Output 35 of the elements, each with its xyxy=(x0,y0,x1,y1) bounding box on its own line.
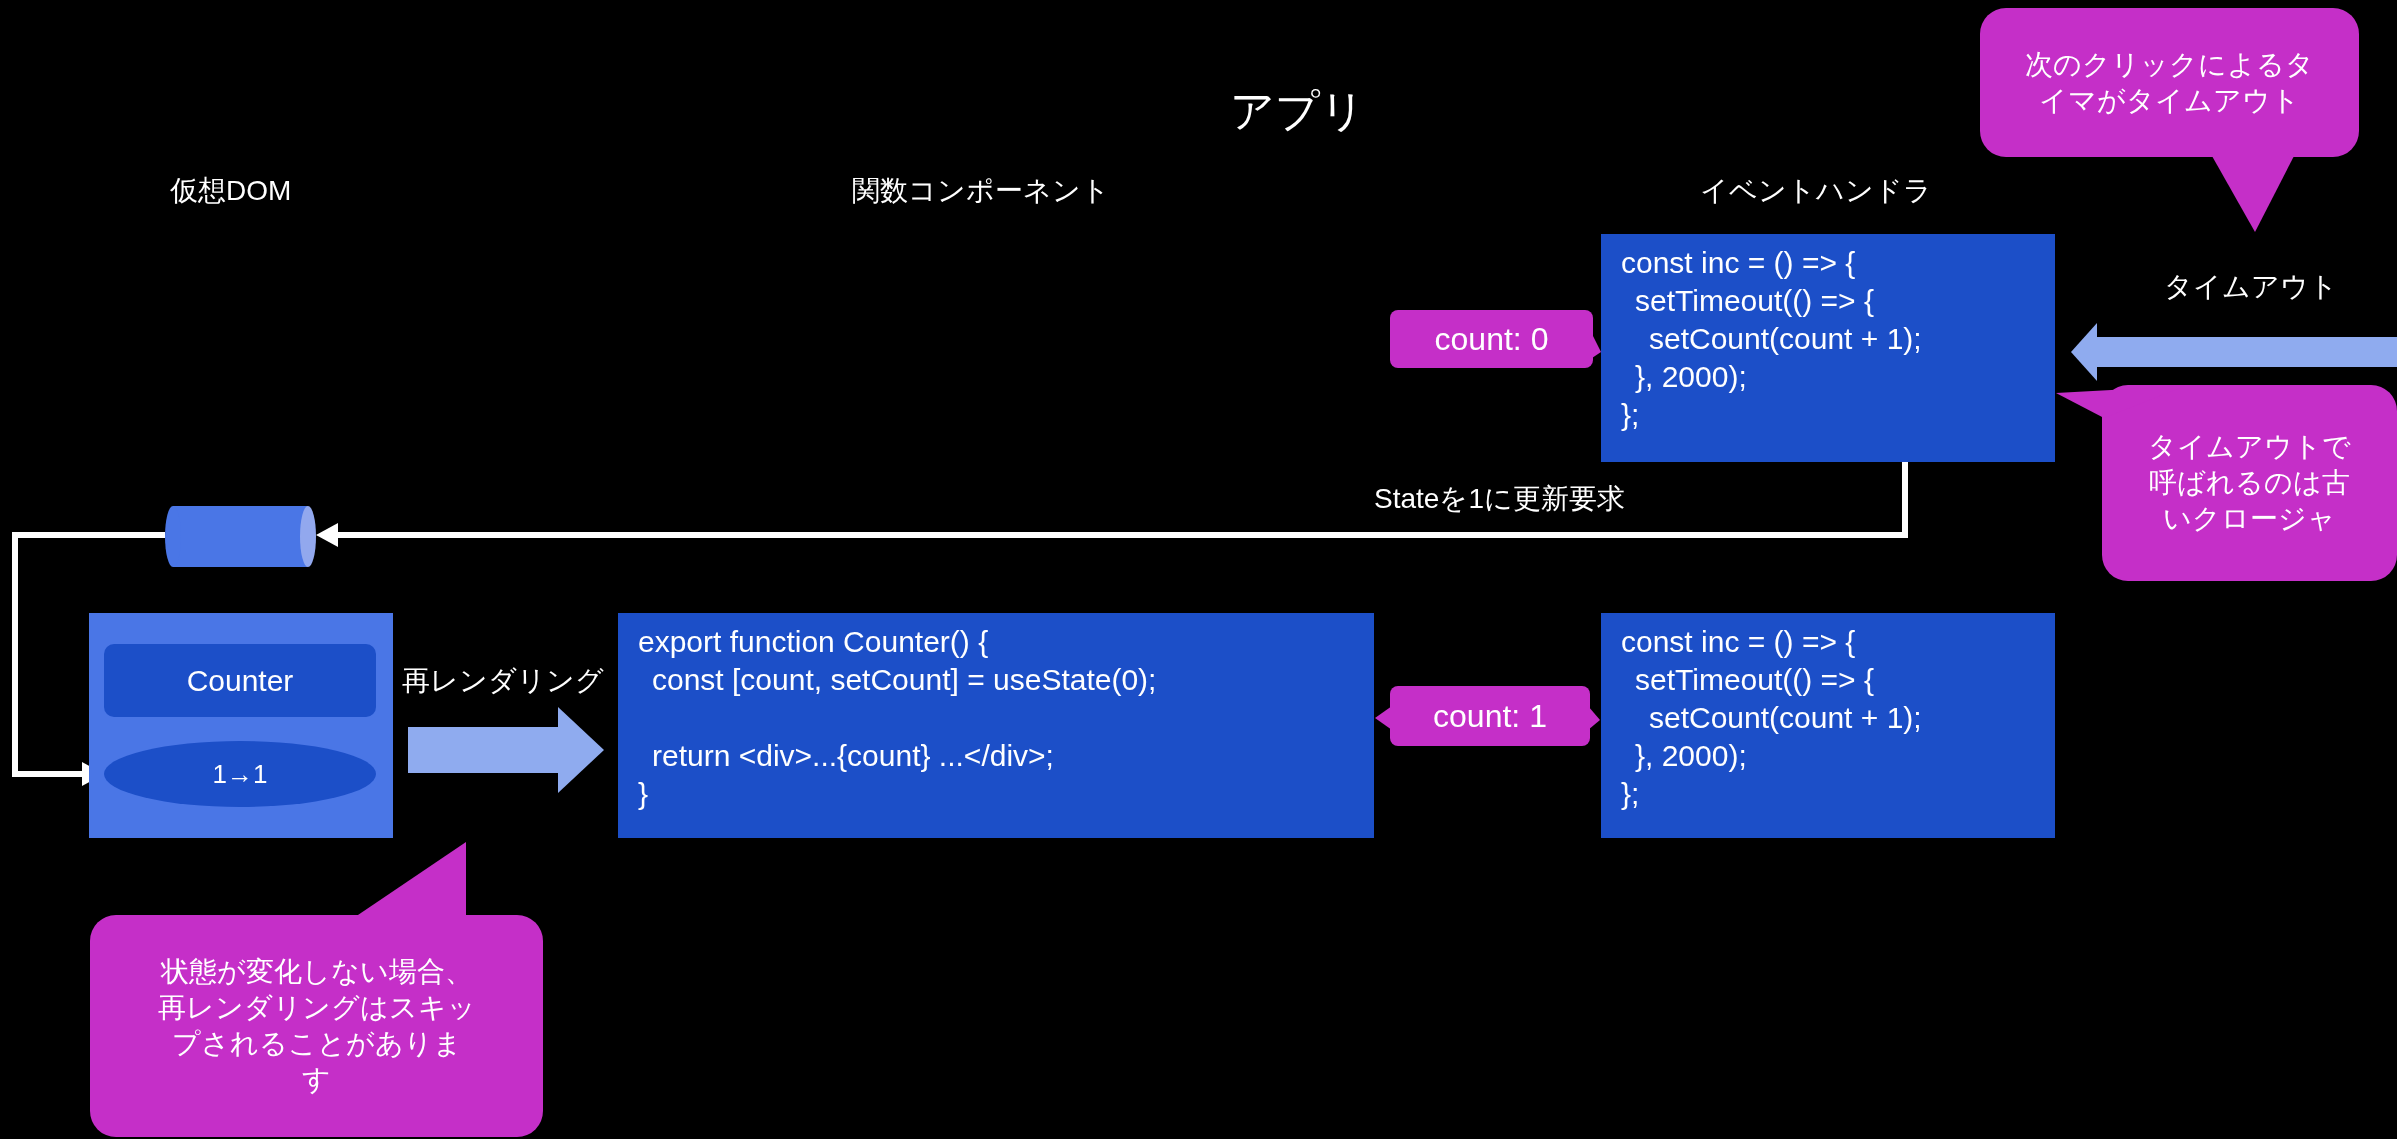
code-line: const inc = () => { xyxy=(1621,245,1856,281)
code-line: setCount(count + 1); xyxy=(1648,321,1922,357)
callout-text: タイムアウトで呼ばれるのは古いクロージャ xyxy=(2147,430,2352,536)
code-line: setTimeout(() => { xyxy=(1634,283,1874,319)
code-line: }, 2000); xyxy=(1634,359,1747,395)
code-line: return <div>...{count} ...</div>; xyxy=(651,738,1054,774)
arrow xyxy=(2071,323,2397,381)
node-text: count: 1 xyxy=(1433,697,1547,735)
callout-text: 次のクリックによるタイマがタイムアウト xyxy=(2024,47,2315,118)
column-heading: 関数コンポーネント xyxy=(852,174,1110,208)
code-line: setCount(count + 1); xyxy=(1648,700,1922,736)
arrow xyxy=(408,707,604,793)
code-line: } xyxy=(638,776,649,812)
code-box xyxy=(1601,613,2055,838)
column-heading: 仮想DOM xyxy=(170,174,292,208)
arrow xyxy=(12,532,165,786)
arrow xyxy=(316,462,1908,547)
node-text: count: 0 xyxy=(1434,320,1549,358)
code-line: setTimeout(() => { xyxy=(1634,662,1874,698)
code-line: }, 2000); xyxy=(1634,738,1747,774)
code-line: }; xyxy=(1621,397,1640,433)
code-line: export function Counter() { xyxy=(638,624,989,660)
column-heading: イベントハンドラ xyxy=(1700,174,1932,208)
component-name xyxy=(104,644,376,717)
code-box xyxy=(618,613,1374,838)
code-line: const inc = () => { xyxy=(1621,624,1856,660)
code-line: }; xyxy=(1621,776,1640,812)
node-text: Counter xyxy=(186,663,294,698)
section-heading: アプリ xyxy=(1230,85,1365,137)
node-text: 1→1 xyxy=(212,758,268,790)
component-box xyxy=(89,613,393,838)
callout-text: 状態が変化しない場合、再レンダリングはスキップされることがあります xyxy=(157,955,476,1097)
code-box xyxy=(1601,234,2055,462)
code-line: const [count, setCount] = useState(0); xyxy=(651,662,1157,698)
queue-cylinder xyxy=(165,506,316,567)
